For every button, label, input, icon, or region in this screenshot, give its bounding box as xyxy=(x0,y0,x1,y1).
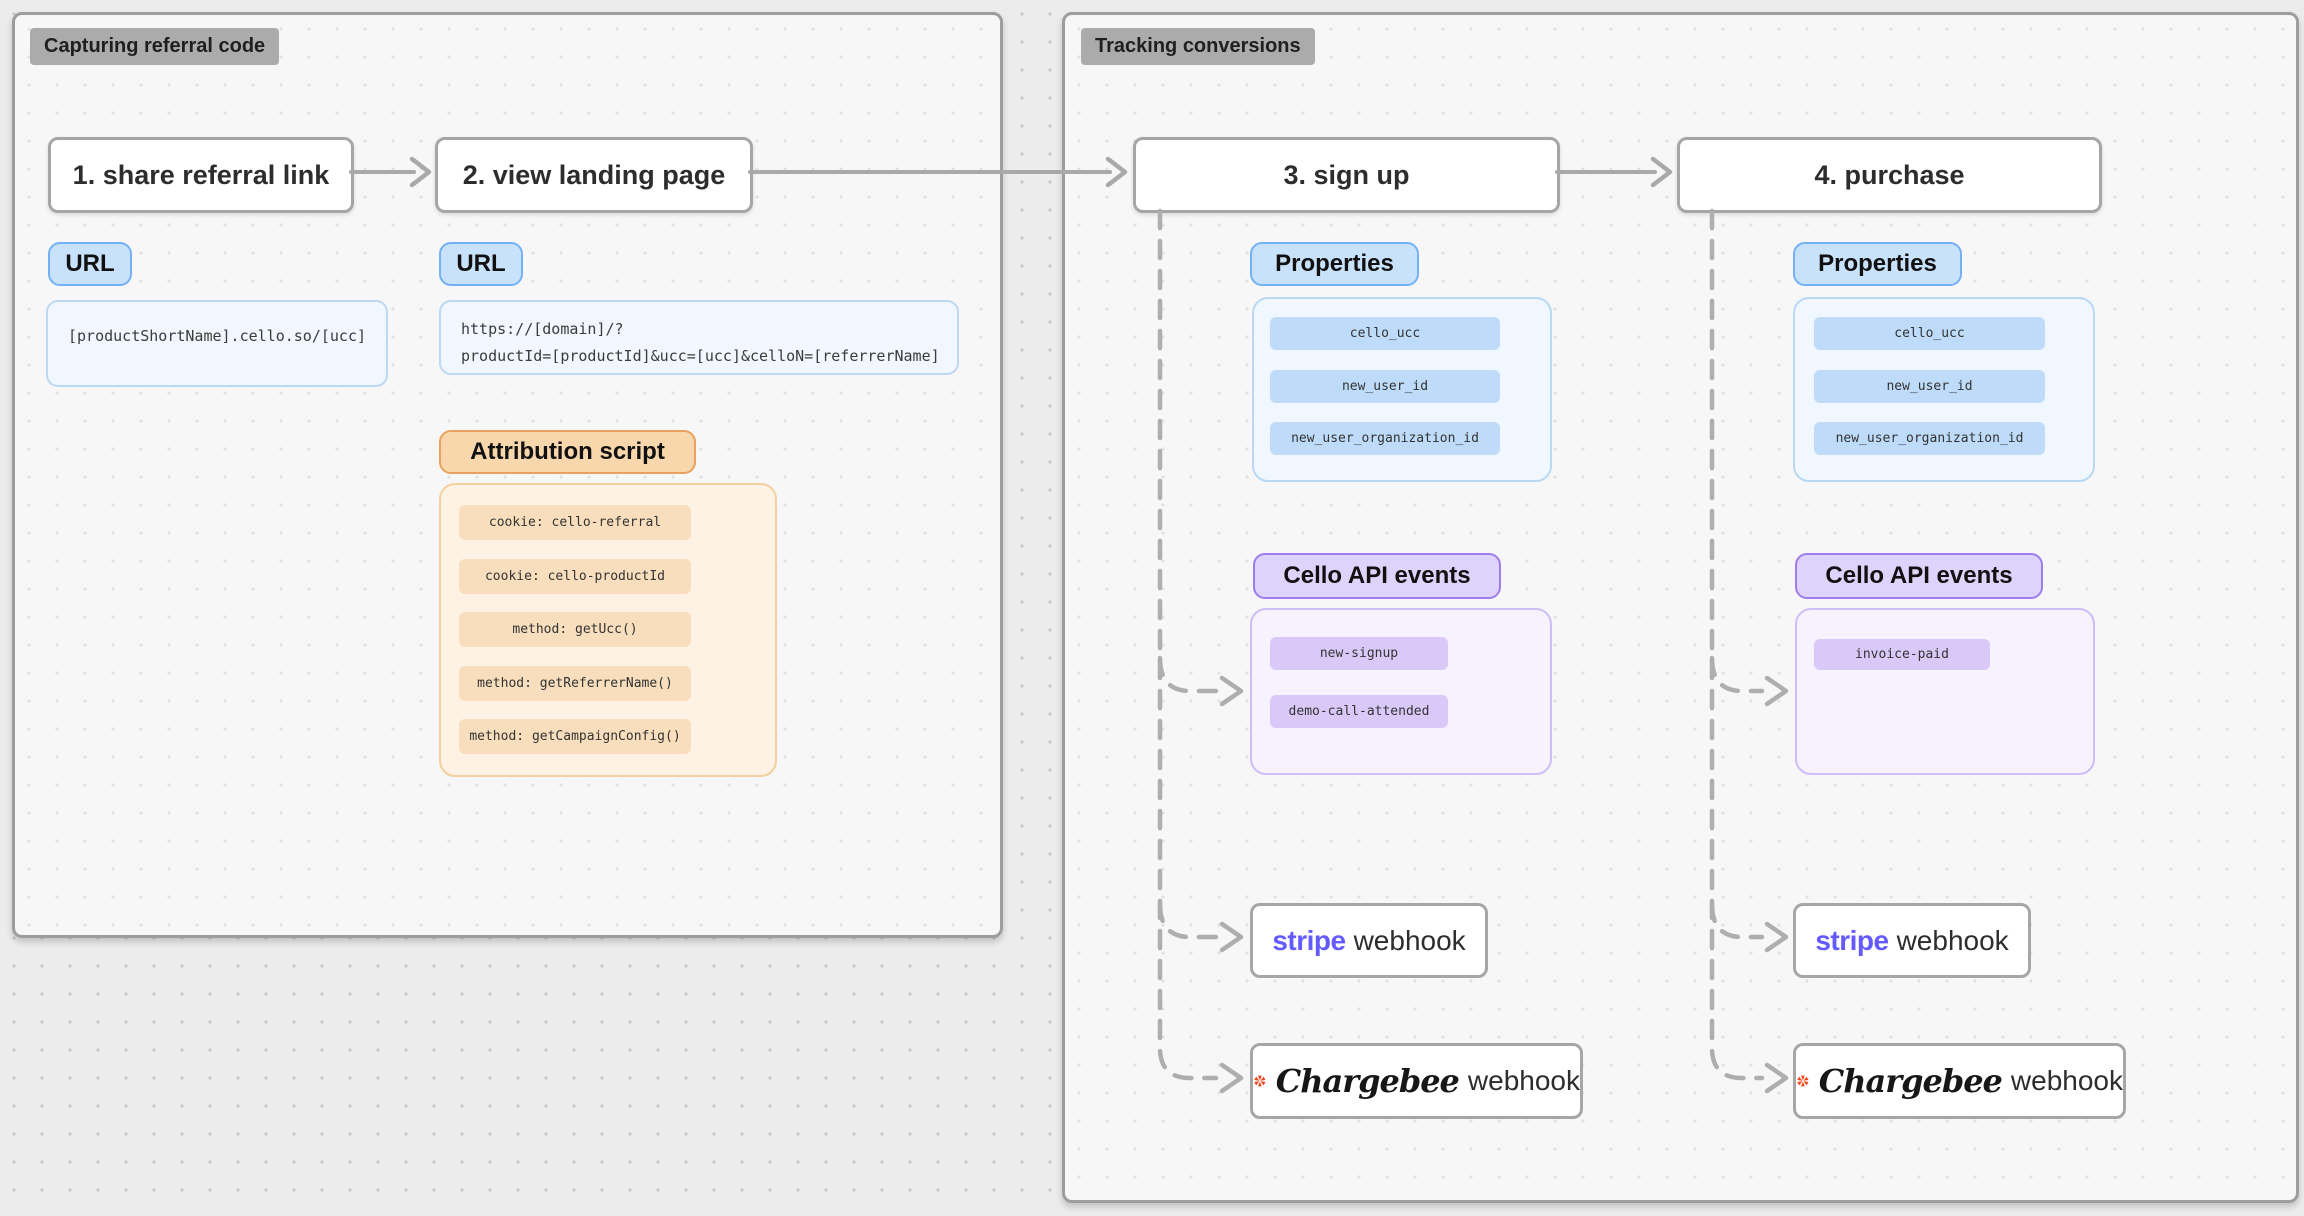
events-container-purchase: invoice-paid xyxy=(1795,608,2095,775)
attribution-item: cookie: cello-referral xyxy=(459,505,691,540)
code-box-landing-url: https://[domain]/? productId=[productId]… xyxy=(439,300,959,375)
step-box-share-referral-link: 1. share referral link xyxy=(48,137,354,213)
chargebee-asterisk-icon xyxy=(1797,1075,1809,1087)
property-item: new_user_organization_id xyxy=(1814,422,2045,455)
cello-api-events-badge-purchase: Cello API events xyxy=(1795,553,2043,599)
properties-container-signup: cello_ucc new_user_id new_user_organizat… xyxy=(1252,297,1552,482)
webhook-label: webhook xyxy=(1353,924,1466,956)
attribution-script-container: cookie: cello-referral cookie: cello-pro… xyxy=(439,483,777,777)
step-box-sign-up: 3. sign up xyxy=(1133,137,1560,213)
webhook-label: webhook xyxy=(2010,1065,2123,1096)
properties-container-purchase: cello_ucc new_user_id new_user_organizat… xyxy=(1793,297,2095,482)
property-item: new_user_organization_id xyxy=(1270,422,1500,455)
events-container-signup: new-signup demo-call-attended xyxy=(1250,608,1552,775)
attribution-item: cookie: cello-productId xyxy=(459,559,691,594)
property-item: cello_ucc xyxy=(1270,317,1500,350)
panel-label-capturing: Capturing referral code xyxy=(30,28,280,65)
event-item: demo-call-attended xyxy=(1270,695,1448,728)
code-line-1: https://[domain]/? xyxy=(461,320,624,338)
property-item: new_user_id xyxy=(1814,370,2045,403)
chargebee-wordmark: Chargebee xyxy=(1275,1062,1460,1100)
chargebee-asterisk-icon xyxy=(1254,1075,1266,1087)
stripe-wordmark: stripe xyxy=(1272,924,1346,956)
webhook-label: webhook xyxy=(1467,1065,1580,1096)
url-badge-share: URL xyxy=(48,242,132,286)
attribution-script-badge: Attribution script xyxy=(439,430,696,474)
attribution-item: method: getCampaignConfig() xyxy=(459,719,691,754)
code-line-2: productId=[productId]&ucc=[ucc]&celloN=[… xyxy=(461,347,940,365)
cello-api-events-badge-signup: Cello API events xyxy=(1253,553,1501,599)
panel-label-tracking: Tracking conversions xyxy=(1081,28,1315,65)
code-box-share-url: [productShortName].cello.so/[ucc] xyxy=(46,300,388,387)
attribution-item: method: getReferrerName() xyxy=(459,666,691,701)
step-box-purchase: 4. purchase xyxy=(1677,137,2102,213)
property-item: cello_ucc xyxy=(1814,317,2045,350)
webhook-label: webhook xyxy=(1896,924,2009,956)
url-badge-landing: URL xyxy=(439,242,523,286)
chargebee-wordmark: Chargebee xyxy=(1818,1062,2003,1100)
property-item: new_user_id xyxy=(1270,370,1500,403)
event-item: invoice-paid xyxy=(1814,639,1990,670)
properties-badge-purchase: Properties xyxy=(1793,242,1962,286)
attribution-item: method: getUcc() xyxy=(459,612,691,647)
event-item: new-signup xyxy=(1270,637,1448,670)
step-box-view-landing-page: 2. view landing page xyxy=(435,137,753,213)
properties-badge-signup: Properties xyxy=(1250,242,1419,286)
stripe-wordmark: stripe xyxy=(1815,924,1889,956)
